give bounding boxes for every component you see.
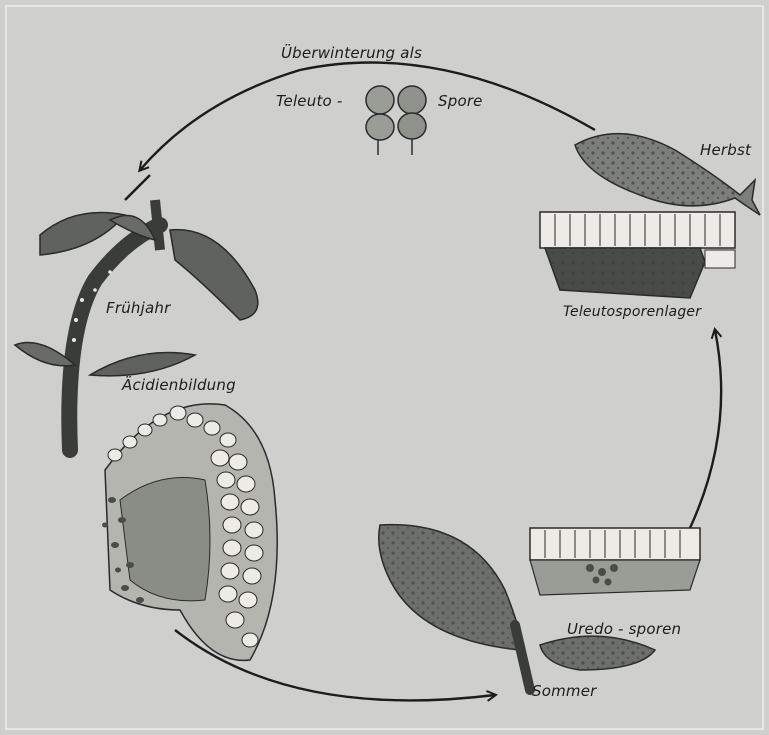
spore-label: Spore xyxy=(438,92,483,110)
overwintering-label: Überwinterung als xyxy=(281,44,422,62)
spring-label: Frühjahr xyxy=(106,299,170,317)
uredo-spores-label: Uredo - sporen xyxy=(567,620,681,638)
uredo-sorus-drawing xyxy=(530,528,700,595)
autumn-label: Herbst xyxy=(700,141,751,159)
summer-label: Sommer xyxy=(532,682,597,700)
aecidium-formation-label: Äcidienbildung xyxy=(122,376,236,394)
arrow-summer-to-autumn xyxy=(690,330,721,528)
teleutospore-bed-drawing xyxy=(540,212,735,298)
teleuto-prefix-label: Teleuto - xyxy=(276,92,342,110)
teleutospore-bed-label: Teleutosporenlager xyxy=(563,304,701,320)
arrow-winter-to-spring xyxy=(140,63,595,171)
aecidium-drawing xyxy=(102,404,277,661)
teleutospore-drawing xyxy=(366,86,426,155)
arrow-stub xyxy=(125,175,150,200)
